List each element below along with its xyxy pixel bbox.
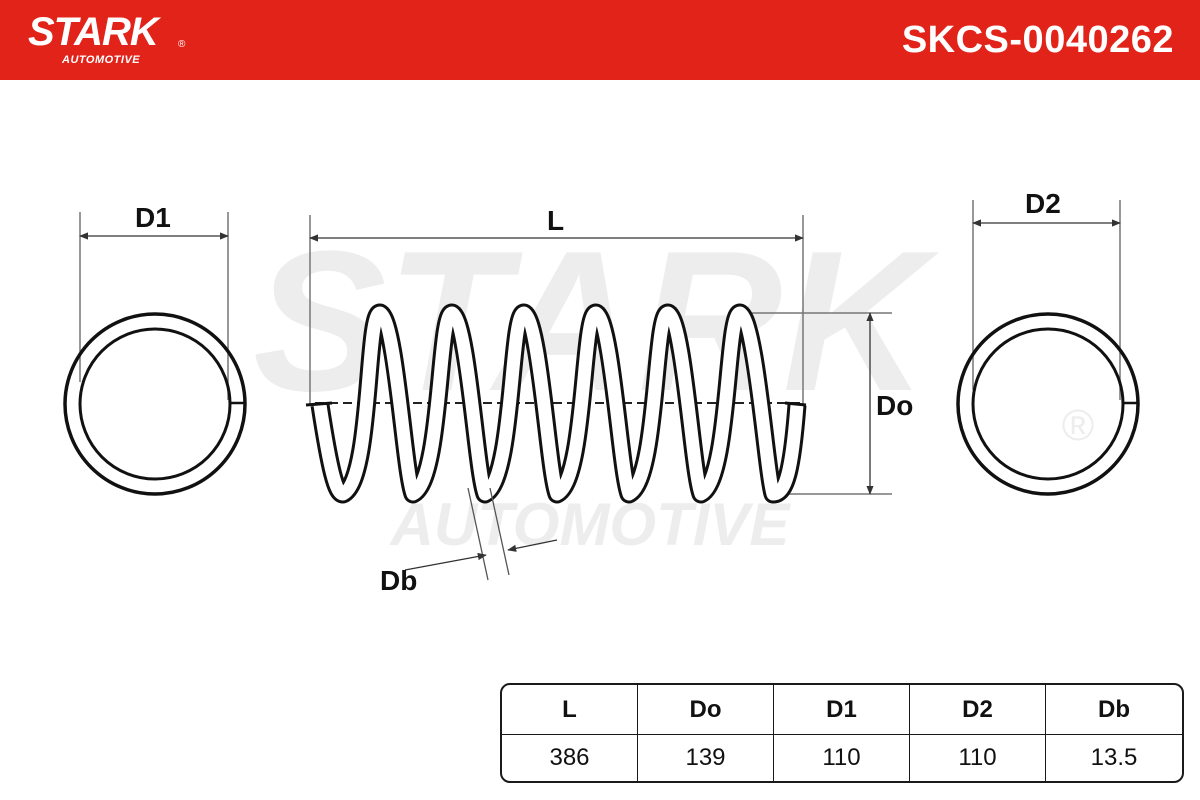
table-header-db: Db bbox=[1046, 685, 1182, 735]
logo-registered-mark: ® bbox=[178, 39, 186, 50]
d1-inner-ring bbox=[78, 327, 232, 481]
table-header-d1: D1 bbox=[774, 685, 910, 735]
d2-inner-ring bbox=[971, 327, 1125, 481]
end-view-d1 bbox=[63, 212, 247, 496]
header-bar: STARK ® AUTOMOTIVE SKCS-0040262 bbox=[0, 0, 1200, 80]
d2-label: D2 bbox=[1025, 188, 1061, 219]
table-value-do: 139 bbox=[638, 735, 774, 781]
watermark-automotive: AUTOMOTIVE bbox=[389, 491, 792, 558]
table-value-db: 13.5 bbox=[1090, 744, 1138, 771]
table-value-l: 386 bbox=[502, 735, 638, 781]
spring-drawing: STARK AUTOMOTIVE ® bbox=[63, 200, 1140, 581]
table-value-d2: 110 bbox=[910, 735, 1046, 781]
stark-logo: STARK ® AUTOMOTIVE bbox=[28, 10, 185, 66]
wire-diameter-dimension bbox=[404, 487, 558, 581]
db-arrow-right bbox=[507, 539, 558, 552]
specs-table: L Do D1 D2 Db 386 139 110 110 13.5 bbox=[500, 683, 1184, 783]
l-label: L bbox=[547, 205, 565, 236]
d2-outer-ring bbox=[956, 312, 1140, 496]
d1-outer-ring bbox=[63, 312, 247, 496]
coil-spring bbox=[305, 303, 807, 504]
table-header-d2: D2 bbox=[910, 685, 1046, 735]
table-header-l: L bbox=[502, 685, 638, 735]
end-view-d2 bbox=[956, 200, 1140, 496]
logo-subtext: AUTOMOTIVE bbox=[62, 54, 141, 66]
part-number: SKCS-0040262 bbox=[901, 19, 1174, 61]
length-dimension bbox=[309, 215, 804, 405]
do-label: Do bbox=[876, 390, 914, 421]
spring-wire bbox=[313, 306, 804, 501]
logo-brand-text: STARK bbox=[28, 10, 159, 54]
db-label: Db bbox=[380, 565, 418, 596]
outer-diameter-dimension bbox=[745, 312, 892, 495]
d1-label: D1 bbox=[135, 202, 171, 233]
spring-diagram: STARK AUTOMOTIVE ® bbox=[0, 80, 1200, 680]
table-header-do: Do bbox=[638, 685, 774, 735]
watermark-registered: ® bbox=[1062, 401, 1094, 450]
table-value-d1: 110 bbox=[774, 735, 910, 781]
watermark: STARK AUTOMOTIVE ® bbox=[253, 210, 1094, 558]
db-arrow-left bbox=[404, 552, 487, 571]
